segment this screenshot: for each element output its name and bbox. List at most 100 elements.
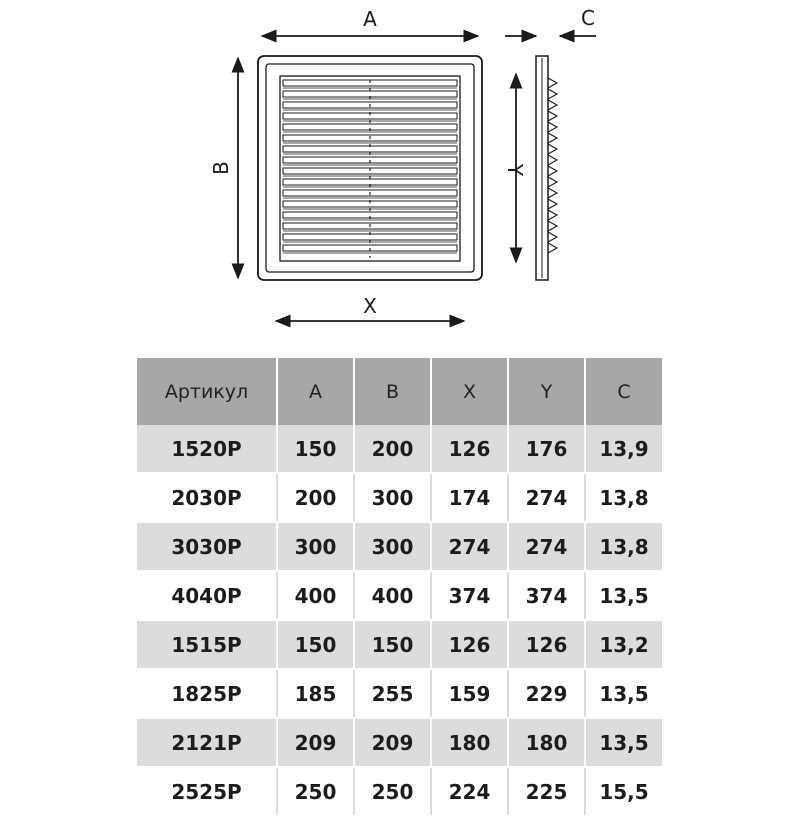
label-b: B bbox=[209, 161, 233, 175]
cell-a: 250 bbox=[277, 767, 355, 817]
col-header-y: Y bbox=[508, 358, 586, 425]
louver-slat bbox=[282, 233, 458, 241]
side-fin bbox=[547, 187, 559, 199]
cell-y: 126 bbox=[508, 620, 586, 670]
side-fin bbox=[547, 242, 559, 254]
cell-y: 274 bbox=[508, 473, 586, 523]
cell-x: 126 bbox=[431, 620, 509, 670]
side-fin bbox=[547, 132, 559, 144]
side-fin bbox=[547, 88, 559, 100]
col-header-b: B bbox=[354, 358, 432, 425]
louver-slat bbox=[282, 112, 458, 120]
louver-opening bbox=[279, 75, 461, 262]
louver-slat bbox=[282, 123, 458, 131]
side-fin bbox=[547, 99, 559, 111]
cell-c: 13,5 bbox=[585, 718, 662, 768]
cell-article: 4040P bbox=[137, 571, 278, 621]
side-fin bbox=[547, 220, 559, 232]
side-fin bbox=[547, 77, 559, 89]
cell-b: 300 bbox=[354, 522, 432, 572]
inner-frame bbox=[265, 63, 475, 273]
cell-article: 1520P bbox=[137, 425, 278, 474]
side-fin bbox=[547, 121, 559, 133]
cell-article: 1515P bbox=[137, 620, 278, 670]
cell-b: 150 bbox=[354, 620, 432, 670]
louver-slat bbox=[282, 90, 458, 98]
side-louver-fins bbox=[547, 77, 559, 254]
dimension-x: X bbox=[274, 294, 466, 328]
col-header-a: A bbox=[277, 358, 355, 425]
cell-y: 374 bbox=[508, 571, 586, 621]
side-fin bbox=[547, 143, 559, 155]
cell-b: 255 bbox=[354, 669, 432, 719]
col-header-article: Артикул bbox=[137, 358, 278, 425]
cell-c: 13,5 bbox=[585, 571, 662, 621]
cell-c: 13,8 bbox=[585, 473, 662, 523]
cell-y: 225 bbox=[508, 767, 586, 817]
cell-y: 274 bbox=[508, 522, 586, 572]
cell-a: 185 bbox=[277, 669, 355, 719]
cell-c: 13,9 bbox=[585, 425, 662, 474]
cell-y: 180 bbox=[508, 718, 586, 768]
grille-side-view bbox=[535, 55, 559, 281]
cell-x: 126 bbox=[431, 425, 509, 474]
dimension-b: B bbox=[209, 56, 245, 280]
side-fin bbox=[547, 154, 559, 166]
cell-y: 176 bbox=[508, 425, 586, 474]
cell-a: 400 bbox=[277, 571, 355, 621]
side-fin bbox=[547, 165, 559, 177]
cell-y: 229 bbox=[508, 669, 586, 719]
cell-a: 150 bbox=[277, 620, 355, 670]
cell-x: 174 bbox=[431, 473, 509, 523]
cell-c: 15,5 bbox=[585, 767, 662, 817]
table-header-row: Артикул A B X Y C bbox=[137, 358, 662, 425]
cell-b: 209 bbox=[354, 718, 432, 768]
side-fin bbox=[547, 110, 559, 122]
louver-slat bbox=[282, 200, 458, 208]
cell-b: 200 bbox=[354, 425, 432, 474]
grille-front-view bbox=[257, 55, 483, 281]
cell-c: 13,8 bbox=[585, 522, 662, 572]
label-c: C bbox=[581, 6, 595, 30]
cell-x: 224 bbox=[431, 767, 509, 817]
cell-article: 3030P bbox=[137, 522, 278, 572]
dimension-y: Y bbox=[503, 72, 527, 264]
louver-slat bbox=[282, 145, 458, 153]
dimension-a: A bbox=[260, 7, 480, 43]
label-x: X bbox=[363, 294, 377, 318]
cell-x: 374 bbox=[431, 571, 509, 621]
cell-a: 200 bbox=[277, 473, 355, 523]
cell-c: 13,2 bbox=[585, 620, 662, 670]
louver-slat bbox=[282, 178, 458, 186]
cell-article: 2030P bbox=[137, 473, 278, 523]
cell-article: 1825P bbox=[137, 669, 278, 719]
dimension-c: C bbox=[505, 6, 596, 43]
cell-x: 274 bbox=[431, 522, 509, 572]
cell-article: 2525P bbox=[137, 767, 278, 817]
cell-a: 209 bbox=[277, 718, 355, 768]
side-fin bbox=[547, 198, 559, 210]
cell-x: 180 bbox=[431, 718, 509, 768]
grille-dimension-drawing: A B X Y C bbox=[209, 6, 596, 328]
col-header-x: X bbox=[431, 358, 509, 425]
cell-a: 150 bbox=[277, 425, 355, 474]
cell-b: 400 bbox=[354, 571, 432, 621]
side-fin bbox=[547, 209, 559, 221]
cell-c: 13,5 bbox=[585, 669, 662, 719]
side-fin bbox=[547, 176, 559, 188]
label-a: A bbox=[363, 7, 377, 31]
col-header-c: C bbox=[585, 358, 662, 425]
side-fin bbox=[547, 231, 559, 243]
cell-b: 250 bbox=[354, 767, 432, 817]
cell-x: 159 bbox=[431, 669, 509, 719]
label-y: Y bbox=[503, 163, 527, 177]
